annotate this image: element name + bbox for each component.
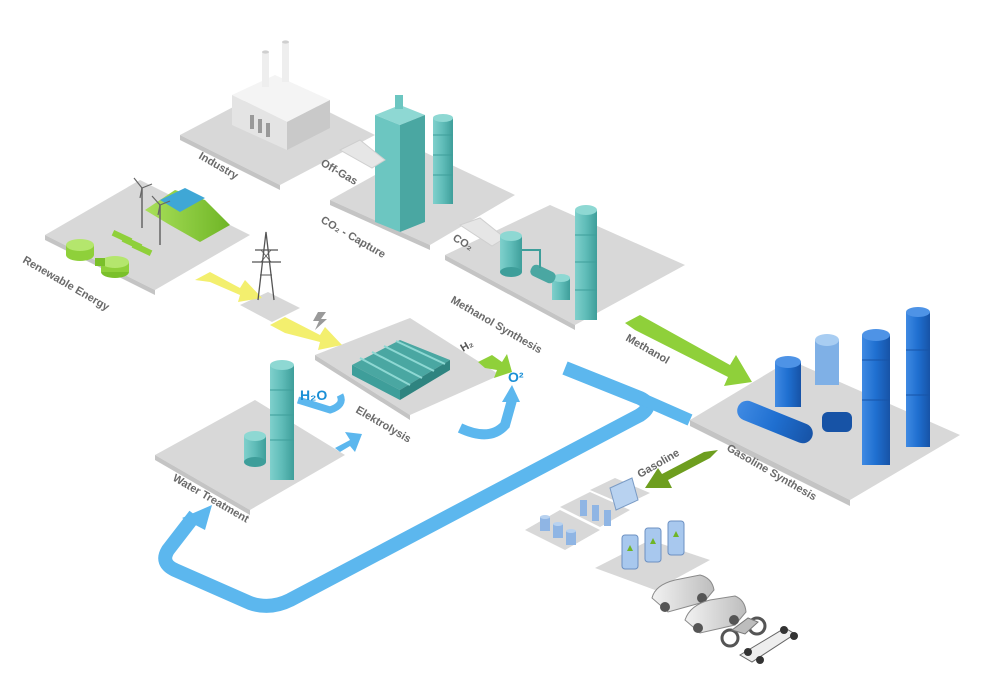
hydrogen-arrow xyxy=(478,354,512,378)
co2-capture-unit xyxy=(375,95,453,232)
gasoline-synthesis-unit xyxy=(737,307,930,465)
label-off-gas: Off-Gas xyxy=(319,157,360,188)
gasoline-arrow xyxy=(645,450,718,488)
electricity-arrow-1 xyxy=(195,272,262,302)
motorcycle-icon xyxy=(720,616,767,648)
storage-tanks xyxy=(540,477,639,545)
label-h2o: H₂O xyxy=(300,387,327,403)
car-icon xyxy=(651,574,715,613)
methanol-arrow xyxy=(625,315,752,386)
electricity-arrow-2 xyxy=(270,317,342,350)
power-pylon-icon xyxy=(252,231,281,301)
platform-pylon xyxy=(240,292,300,322)
lightning-icon xyxy=(313,312,327,330)
label-h2: H₂ xyxy=(459,338,476,355)
wind-turbine-icon xyxy=(133,177,171,245)
car-icon-2 xyxy=(684,595,747,634)
elektrolysis-unit xyxy=(352,340,450,400)
factory-icon xyxy=(232,40,330,150)
water-treatment-unit xyxy=(244,360,294,480)
water-pipe xyxy=(158,361,693,613)
fuel-pump-icon xyxy=(621,520,685,570)
methanol-synthesis-unit xyxy=(500,205,597,320)
off-gas-arrow xyxy=(338,139,386,169)
label-o2: O² xyxy=(508,369,524,385)
race-car-icon xyxy=(739,626,798,664)
